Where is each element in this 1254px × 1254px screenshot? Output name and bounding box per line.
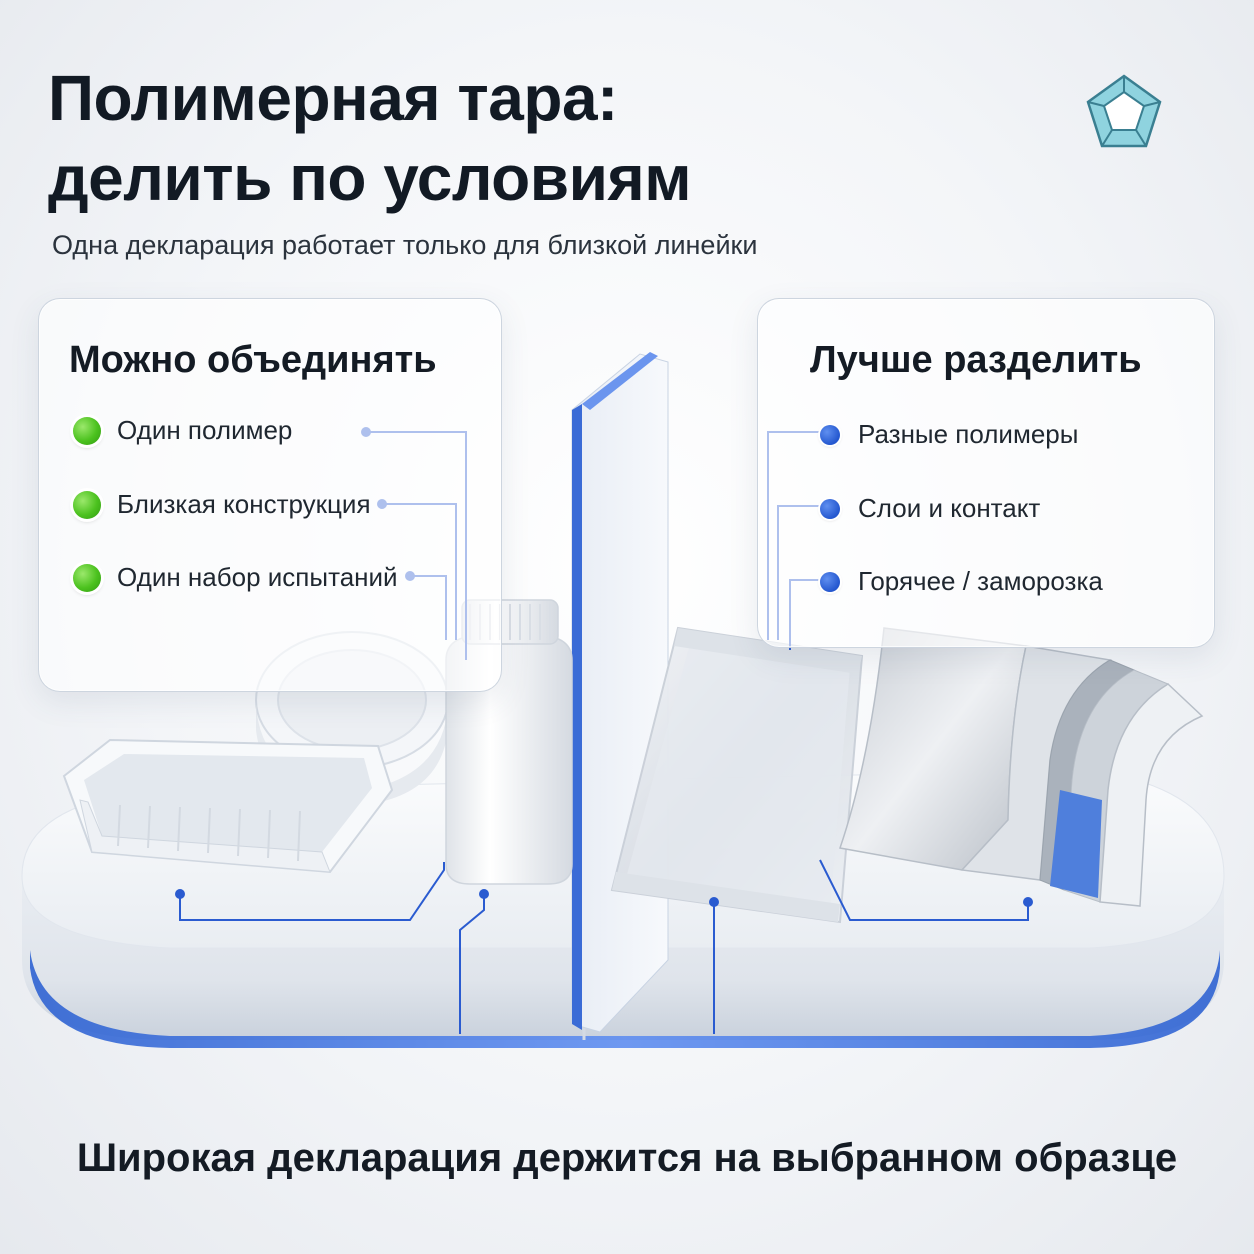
divider-panel xyxy=(571,352,669,1033)
page-subtitle: Одна декларация работает только для близ… xyxy=(52,230,758,260)
separate-item-layers-contact: Слои и контакт xyxy=(820,493,1040,524)
combine-item-one-test-set: Один набор испытаний xyxy=(73,562,398,593)
blue-bullet-dot-icon xyxy=(820,498,840,519)
separate-item-different-polymers: Разные полимеры xyxy=(820,419,1078,450)
footer-caption: Широкая декларация держится на выбранном… xyxy=(76,1136,1178,1180)
page-title: Полимерная тара: делить по условиям xyxy=(48,62,692,214)
green-check-dot-icon xyxy=(73,416,101,445)
separate-item-label: Горячее / заморозка xyxy=(858,566,1103,596)
combine-panel: Можно объединять Один полимер Близкая ко… xyxy=(38,298,502,692)
blue-bullet-dot-icon xyxy=(820,571,840,592)
separate-panel: Лучше разделить Разные полимеры Слои и к… xyxy=(757,298,1215,648)
separate-item-label: Слои и контакт xyxy=(858,493,1041,523)
combine-item-similar-construction: Близкая конструкция xyxy=(73,489,371,520)
platform-blue-edge xyxy=(30,950,1220,1048)
combine-panel-title: Можно объединять xyxy=(69,339,437,381)
transparent-pouch xyxy=(610,626,864,924)
separate-item-hot-freeze: Горячее / заморозка xyxy=(820,566,1103,597)
connector-dots-right xyxy=(709,897,1033,907)
separate-item-label: Разные полимеры xyxy=(858,419,1079,449)
separate-panel-title: Лучше разделить xyxy=(810,339,1142,381)
green-check-dot-icon xyxy=(73,563,101,592)
blue-bullet-dot-icon xyxy=(820,424,840,445)
pentagon-logo-icon xyxy=(1086,74,1162,148)
multilayer-films xyxy=(839,627,1204,907)
combine-item-label: Один набор испытаний xyxy=(117,562,398,592)
combine-item-label: Один полимер xyxy=(117,415,293,445)
rectangular-tray xyxy=(62,738,394,874)
combine-item-label: Близкая конструкция xyxy=(117,489,371,519)
combine-item-one-polymer: Один полимер xyxy=(73,415,292,446)
green-check-dot-icon xyxy=(73,490,101,519)
